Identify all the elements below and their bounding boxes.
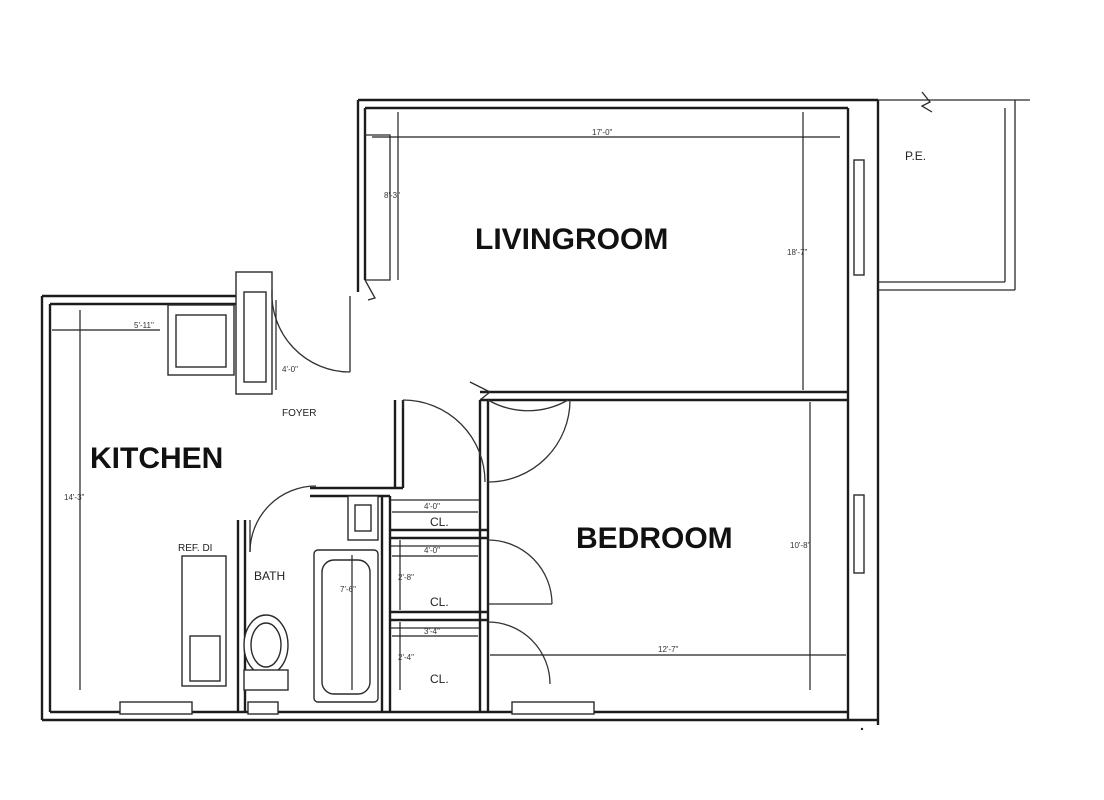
closet-1-width-dim: 4'-0" [424,502,440,511]
toilet-tank [243,669,289,691]
room-labels: LIVINGROOM KITCHEN BEDROOM BATH FOYER CL… [90,149,926,686]
dimension-lines [52,112,846,690]
closet-3-depth-dim: 2'-4" [398,653,414,662]
kitchen-width-dim: 5'-11" [134,321,154,330]
bath-length-dim: 7'-6" [340,585,356,594]
foyer-depth-dim: 4'-0" [282,365,298,374]
dimension-labels: 17'-0" 18'-7" 8'-3" 5'-11" 14'-3" 4'-0" … [64,128,811,662]
closet-2-depth-dim: 2'-8" [398,573,414,582]
interior-walls [236,400,490,712]
closet-label-1: CL. [430,515,449,529]
livingroom-label: LIVINGROOM [475,223,668,256]
exterior-walls [40,98,880,725]
windows [119,159,865,715]
bedroom-width-dim: 10'-8" [790,541,811,550]
closet-3-width-dim: 3'-4" [424,627,440,636]
closet-label-2: CL. [430,595,449,609]
corner-mark [860,727,864,731]
closet-2-width-dim: 4'-0" [424,546,440,555]
bath-sink [347,495,379,541]
bedroom-label: BEDROOM [576,522,733,555]
patio [878,91,1030,291]
bedroom-length-dim: 12'-7" [658,645,679,654]
fixtures [167,271,379,703]
doors [249,289,571,685]
foyer-label: FOYER [282,408,316,419]
living-alcove-dim: 8'-3" [384,191,400,200]
bath-label: BATH [254,569,285,583]
living-width-dim: 17'-0" [592,128,613,137]
kitchen-length-dim: 14'-3" [64,493,85,502]
kitchen-label: KITCHEN [90,442,223,475]
patio-label: P.E. [905,149,926,163]
living-alcove [364,134,391,301]
living-length-dim: 18'-7" [787,248,808,257]
closet-label-3: CL. [430,672,449,686]
refrigerator-label: REF. DI [178,543,212,554]
